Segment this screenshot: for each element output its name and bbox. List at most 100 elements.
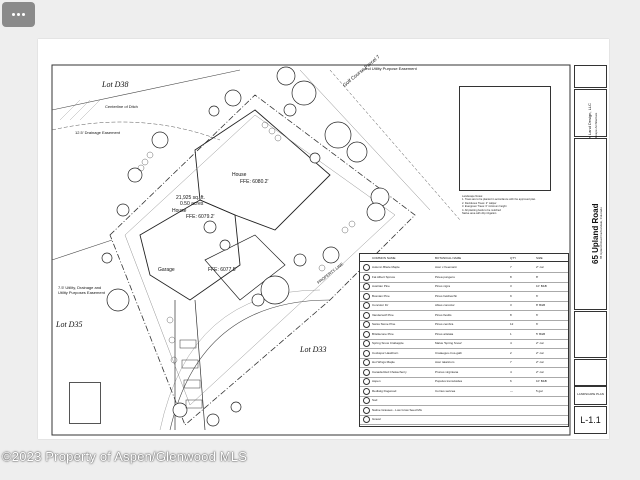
plant-symbol-icon	[363, 378, 370, 385]
landscape-notes: Landscape Notes: 1. Trees are to be plan…	[462, 195, 567, 215]
legend-header: COMMON NAME BOTANICAL NAME QTY SIZE	[360, 254, 568, 262]
legend-header-botanical: BOTANICAL NAME	[435, 256, 462, 260]
revision-cell	[574, 311, 607, 358]
legend-cell: Concolor Fir	[372, 303, 389, 307]
more-dots-icon	[12, 13, 15, 16]
legend-row: Native Grasses - Low Grow Seed Mix	[360, 405, 568, 416]
house2-label: House	[172, 208, 187, 214]
legend-cell: Canada Red Chokecherry	[372, 369, 407, 374]
sheet-number-cell: L-1.1	[574, 406, 607, 434]
legend-cell: 12	[510, 322, 514, 326]
plant-symbol-icon	[363, 321, 370, 328]
plant-symbol-icon	[363, 311, 370, 319]
legend-cell: Hot Wings Maple	[372, 360, 395, 364]
legend-cell: Aspen	[372, 379, 381, 383]
legend-cell: 3	[510, 284, 512, 288]
ffe2-label: FFE: 6079.2'	[186, 214, 215, 220]
plant-symbol-icon	[363, 283, 370, 290]
plant-symbol-icon	[363, 340, 370, 347]
plant-legend-table: COMMON NAME BOTANICAL NAME QTY SIZE Autu…	[359, 253, 569, 427]
legend-cell: Swiss Stone Pine	[372, 322, 396, 326]
title-block: Ewe Land Design, LLC Landscape Architect…	[574, 65, 607, 435]
plant-symbol-icon	[363, 349, 370, 357]
plan-label-cell: LANDSCAPE PLAN	[574, 386, 607, 405]
legend-row: Vanderwolf Pine Pinus flexilis 8 6'	[360, 310, 568, 321]
legend-cell: 2" cal	[536, 265, 544, 269]
plan-label: LANDSCAPE PLAN	[577, 392, 604, 396]
project-cell: 65 Upland Road 65 Upland Road Carbondale…	[574, 138, 607, 310]
legend-cell: Acer tataricum	[435, 360, 455, 364]
legend-cell: 2" cal	[536, 341, 544, 345]
legend-cell: Pinus nigra	[435, 284, 451, 288]
garage-label: Garage	[158, 267, 175, 273]
legend-cell: Acer x freemanii	[435, 265, 457, 269]
lot-d33-label: Lot D33	[300, 345, 327, 354]
utility-easement-top-label: and Utility Purpose Easement	[364, 66, 417, 71]
legend-row: Autumn Blaze Maple Acer x freemanii 7 2" ca…	[360, 262, 568, 273]
legend-cell: 5 gal	[536, 388, 543, 393]
legend-cell: 5' B&B	[536, 331, 546, 336]
note-line: 2. Deciduous Trees: 2" caliper	[462, 201, 497, 205]
legend-cell: 4	[510, 341, 512, 345]
house1-label: House	[232, 172, 247, 178]
plant-symbol-icon	[363, 264, 370, 271]
legend-cell: Pinus flexilis	[435, 312, 452, 317]
legend-header-qty: QTY	[510, 256, 517, 260]
viewer-menu-button[interactable]	[2, 2, 35, 27]
lot-d35-label: Lot D35	[56, 320, 83, 329]
legend-cell: 6'	[536, 293, 539, 298]
legend-cell: 2" cal	[536, 369, 544, 374]
legend-cell: Bristlecone Pine	[372, 331, 394, 336]
plant-symbol-icon	[363, 406, 370, 414]
plant-symbol-icon	[363, 273, 370, 281]
legend-cell: Fat Albert Spruce	[372, 274, 396, 279]
note-line: 4. All planting beds to be mulched	[462, 208, 501, 212]
legend-cell: 7	[510, 360, 512, 364]
mls-watermark: ©2023 Property of Aspen/Glenwood MLS	[2, 449, 248, 464]
legend-cell: 1	[510, 331, 512, 336]
legend-cell: Populus tremuloides	[435, 379, 463, 383]
legend-cell: Cockspur Hawthorn	[372, 350, 399, 355]
legend-cell: 2	[510, 350, 512, 355]
note-line: 3. Evergreen Trees: 6' minimum height	[462, 205, 507, 209]
legend-cell: 8' B&B	[536, 303, 546, 307]
plant-symbol-icon	[363, 416, 370, 423]
plant-symbol-icon	[363, 387, 370, 395]
legend-cell: Gravel	[372, 417, 381, 421]
legend-cell: Pinus cembra	[435, 322, 454, 326]
legend-cell: Bosnian Pine	[372, 293, 390, 298]
legend-cell: 8	[510, 312, 512, 317]
note-line: Landscape Notes:	[462, 195, 483, 198]
legend-cell: 8	[510, 274, 512, 279]
legend-cell: Picea pungens	[435, 274, 455, 279]
legend-cell: Autumn Blaze Maple	[372, 265, 400, 269]
legend-cell: Vanderwolf Pine	[372, 312, 394, 317]
area-label: 21,925 sq. ft.	[176, 195, 205, 201]
legend-cell: Malus 'Spring Snow'	[435, 341, 462, 345]
ffe3-label: FFE: 6077.5'	[208, 267, 237, 273]
legend-row: Sod	[360, 395, 568, 406]
legend-row: Swiss Stone Pine Pinus cembra 12 6'	[360, 319, 568, 330]
planting-detail-drawing	[459, 86, 551, 191]
legend-cell: Sod	[372, 398, 378, 402]
legend-cell: 9	[510, 293, 512, 298]
legend-cell: Abies concolor	[435, 303, 455, 307]
centerline-ditch-label: Centerline of Ditch	[105, 104, 138, 109]
legend-cell: 6'	[536, 322, 539, 326]
legend-cell: 7	[510, 265, 512, 269]
legend-cell: 6'	[536, 312, 539, 317]
legend-cell: 2" cal	[536, 350, 544, 355]
legend-cell: Austrian Pine	[372, 284, 390, 288]
legend-cell: —	[510, 388, 513, 393]
north-logo-cell	[574, 359, 607, 386]
legend-row: Gravel	[360, 414, 568, 425]
ffe1-label: FFE: 6080.2'	[240, 179, 269, 185]
